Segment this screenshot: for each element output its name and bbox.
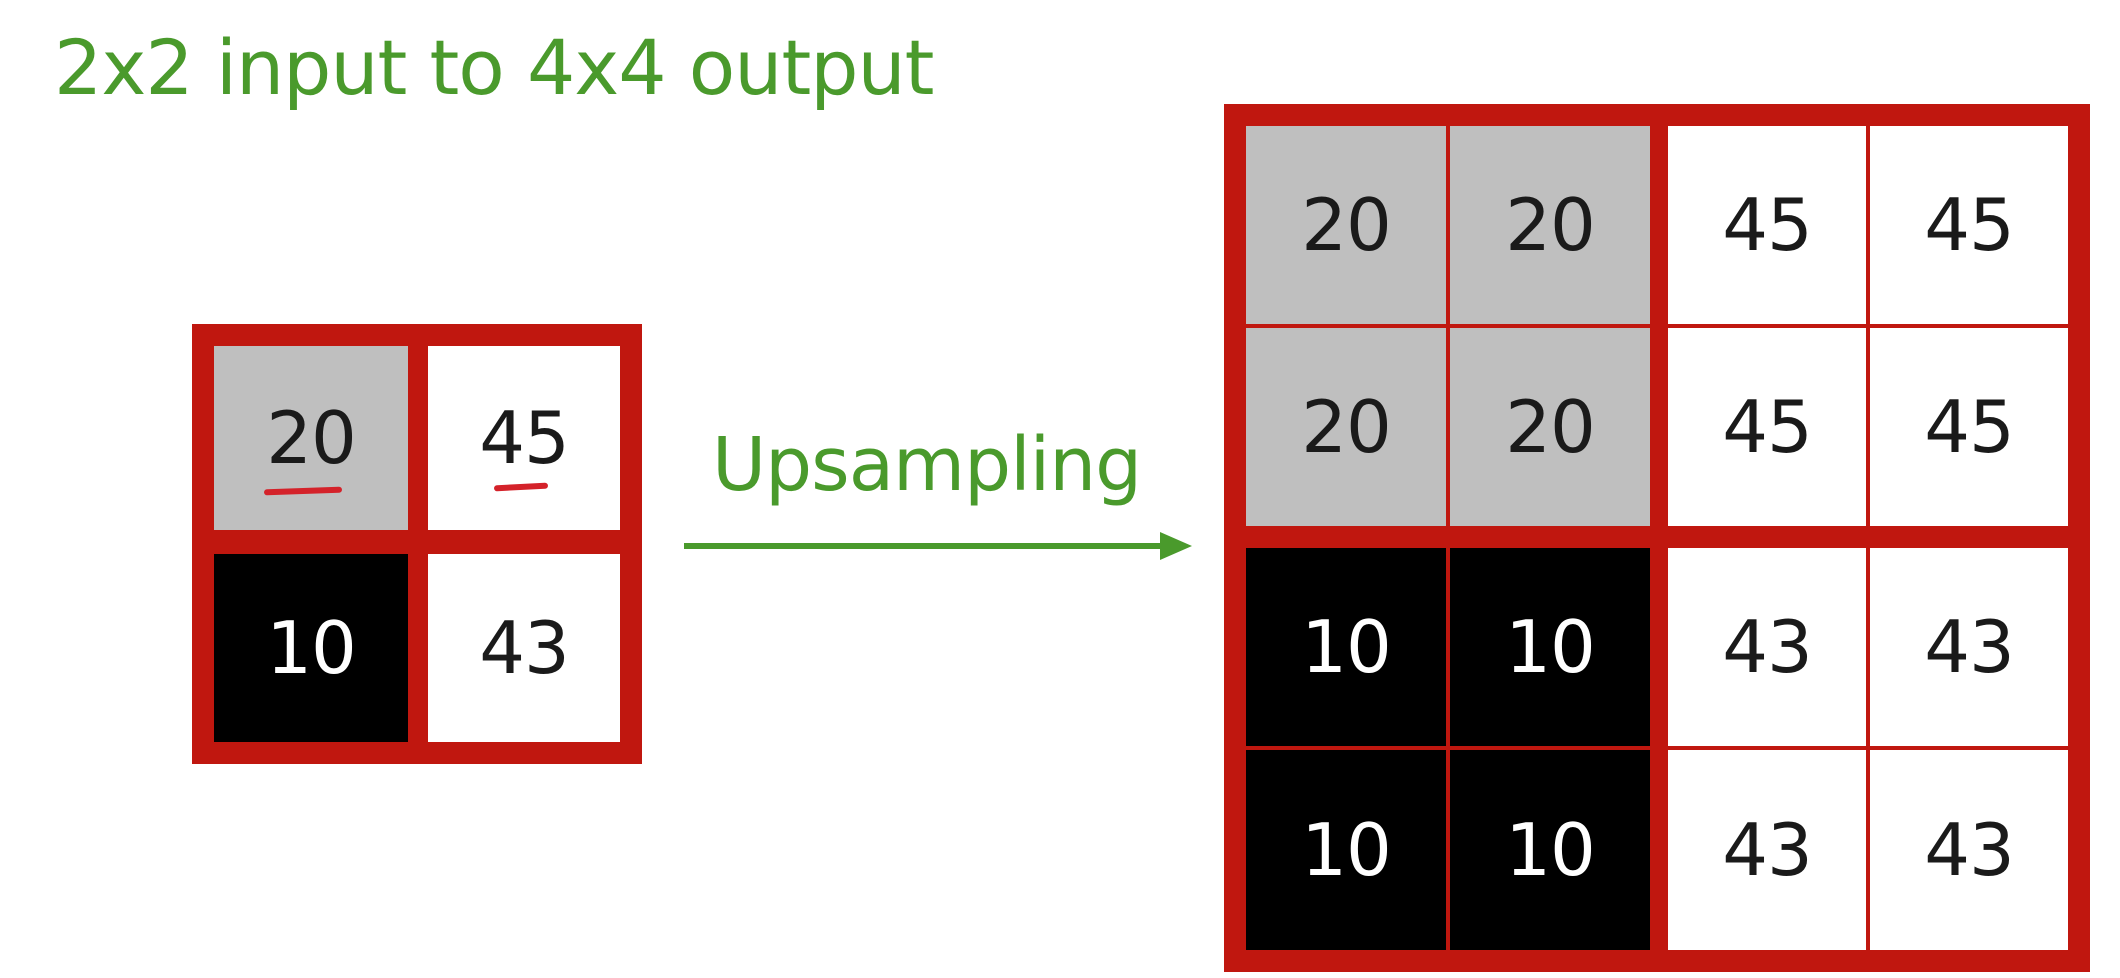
output-cell-2-3: 43 [1870,548,2068,746]
cell-value: 45 [1924,385,2015,469]
output-cell-1-3: 45 [1870,328,2068,526]
output-cell-1-1: 20 [1450,328,1650,526]
cell-value: 45 [1924,183,2015,267]
cell-value: 10 [1505,808,1596,892]
input-cell-0-1: 45 [428,346,620,530]
output-cell-3-2: 43 [1668,750,1866,950]
cell-value: 43 [479,606,570,690]
cell-value: 10 [266,606,357,690]
cell-value: 43 [1924,605,2015,689]
output-cell-2-1: 10 [1450,548,1650,746]
cell-value: 43 [1924,808,2015,892]
input-cell-0-0: 20 [214,346,408,530]
input-grid: 20 45 10 43 [192,324,642,764]
output-cell-1-0: 20 [1246,328,1446,526]
output-cell-2-2: 43 [1668,548,1866,746]
cell-value: 45 [479,396,570,480]
cell-value: 43 [1722,808,1813,892]
cell-value: 10 [1301,808,1392,892]
arrow-right-icon [684,532,1192,560]
output-grid: 20 20 20 20 45 45 45 45 10 10 10 10 43 4… [1224,104,2090,972]
output-cell-0-1: 20 [1450,126,1650,324]
output-cell-3-0: 10 [1246,750,1446,950]
cell-value: 45 [1722,183,1813,267]
cell-value: 20 [1301,183,1392,267]
cell-value: 20 [1505,183,1596,267]
cell-value: 20 [1301,385,1392,469]
cell-value: 45 [1722,385,1813,469]
output-cell-0-3: 45 [1870,126,2068,324]
slide-title: 2x2 input to 4x4 output [54,23,934,112]
output-cell-3-3: 43 [1870,750,2068,950]
cell-value: 10 [1301,605,1392,689]
input-cell-1-0: 10 [214,554,408,742]
output-cell-0-2: 45 [1668,126,1866,324]
upsampling-label: Upsampling [712,422,1142,508]
cell-value: 20 [1505,385,1596,469]
output-cell-1-2: 45 [1668,328,1866,526]
output-cell-0-0: 20 [1246,126,1446,324]
cell-value: 10 [1505,605,1596,689]
input-cell-1-1: 43 [428,554,620,742]
cell-value: 20 [266,396,357,480]
output-cell-2-0: 10 [1246,548,1446,746]
cell-value: 43 [1722,605,1813,689]
output-cell-3-1: 10 [1450,750,1650,950]
